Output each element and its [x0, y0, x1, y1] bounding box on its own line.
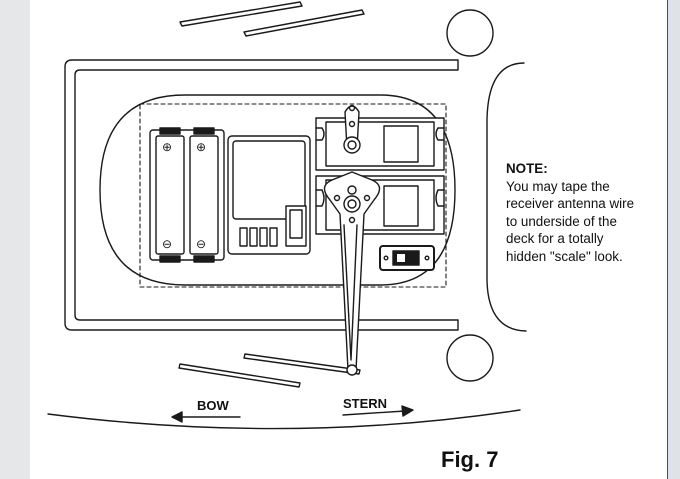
svg-text:⊕: ⊕ [162, 140, 172, 154]
note-block: NOTE: You may tape the receiver antenna … [506, 160, 666, 266]
right-margin-strip [668, 0, 680, 479]
note-title: NOTE: [506, 161, 548, 176]
figure-caption: Fig. 7 [441, 447, 499, 472]
stern-label: STERN [343, 396, 388, 411]
svg-text:⊕: ⊕ [196, 140, 206, 154]
stern-arrow [342, 405, 414, 417]
rudder-servo-arm [323, 171, 381, 376]
bow-arrow [171, 411, 241, 423]
battery-holder: ⊕ ⊕ ⊖ ⊖ [149, 127, 225, 263]
hull-line [47, 409, 521, 430]
top-slots [179, 1, 365, 37]
dashed-mount-area [139, 103, 447, 288]
receiver [227, 135, 311, 255]
note-body: You may tape the receiver antenna wire t… [506, 178, 635, 264]
bottom-slots [178, 353, 361, 388]
left-margin-strip [0, 0, 30, 479]
power-switch [379, 245, 435, 271]
hatch-circle-bottom [446, 334, 494, 382]
svg-text:⊖: ⊖ [162, 237, 172, 251]
deck-outline [64, 59, 459, 331]
deck-bow-curve [486, 62, 527, 332]
servo-top [315, 104, 445, 171]
svg-text:⊖: ⊖ [196, 237, 206, 251]
bow-label: BOW [197, 398, 229, 413]
hatch-circle-top [446, 9, 494, 57]
